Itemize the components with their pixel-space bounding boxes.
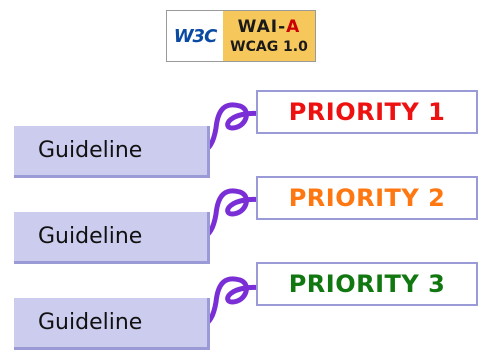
badge-standard: WCAG 1.0 <box>230 38 308 55</box>
guideline-box-2: Guideline <box>14 212 210 264</box>
w3c-logo: W3C <box>167 11 223 61</box>
guideline-label-2: Guideline <box>38 224 143 249</box>
guideline-box-1: Guideline <box>14 126 210 178</box>
priority-box-1: PRIORITY 1 <box>256 90 478 134</box>
guideline-label-3: Guideline <box>38 310 143 335</box>
badge-level-panel: WAI-A WCAG 1.0 <box>223 11 315 61</box>
badge-level: WAI-A <box>237 16 301 37</box>
wai-a-conformance-badge: W3C WAI-A WCAG 1.0 <box>166 10 316 62</box>
priority-box-3: PRIORITY 3 <box>256 262 478 306</box>
priority-label-2: PRIORITY 2 <box>288 184 446 212</box>
guideline-label-1: Guideline <box>38 138 143 163</box>
w3c-logo-text: W3C <box>173 25 218 47</box>
priority-label-3: PRIORITY 3 <box>288 270 446 298</box>
guideline-box-3: Guideline <box>14 298 210 350</box>
priority-label-1: PRIORITY 1 <box>288 98 446 126</box>
badge-level-prefix: WAI- <box>237 16 287 37</box>
badge-level-letter: A <box>286 16 301 37</box>
priority-box-2: PRIORITY 2 <box>256 176 478 220</box>
